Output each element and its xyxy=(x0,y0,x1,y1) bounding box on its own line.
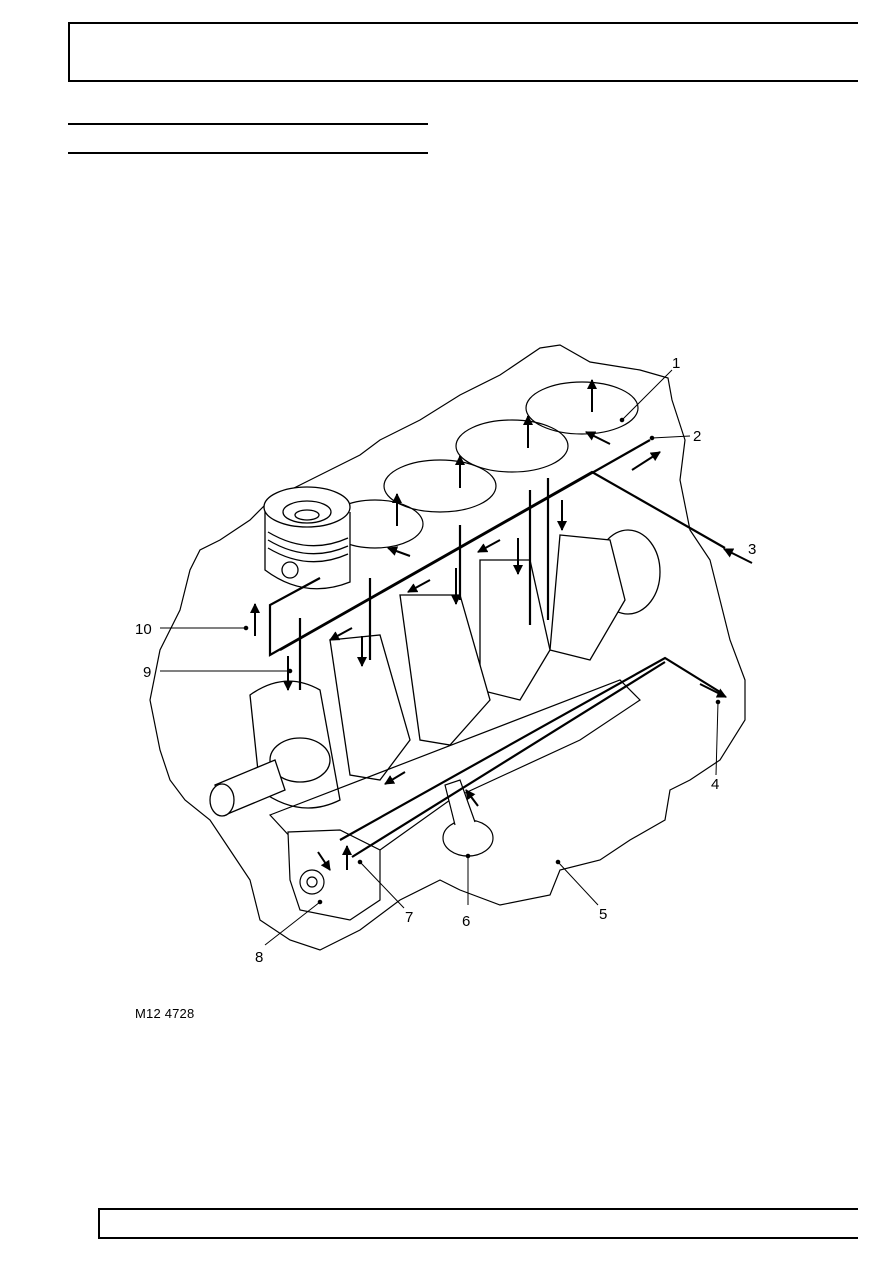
callout-9: 9 xyxy=(143,664,151,681)
title-rule-top xyxy=(68,123,428,125)
engine-block-outline xyxy=(149,344,746,951)
crankshaft xyxy=(209,529,661,817)
callout-8: 8 xyxy=(255,949,263,966)
cylinder-bores xyxy=(326,381,639,549)
callout-5: 5 xyxy=(599,906,607,923)
title-rule-bottom xyxy=(68,152,428,154)
oil-galleries xyxy=(268,439,726,858)
callout-10: 10 xyxy=(135,621,152,638)
callout-leaders xyxy=(160,369,721,946)
callout-7: 7 xyxy=(405,909,413,926)
piston xyxy=(263,486,351,590)
callout-6: 6 xyxy=(462,913,470,930)
figure-code: M12 4728 xyxy=(135,1006,195,1021)
callout-4: 4 xyxy=(711,776,719,793)
page-header-box xyxy=(68,22,858,82)
oil-strainer xyxy=(442,779,494,857)
oil-flow-arrows xyxy=(250,379,753,871)
callout-2: 2 xyxy=(693,428,701,445)
callout-1: 1 xyxy=(672,355,680,372)
callout-3: 3 xyxy=(748,541,756,558)
page-footer-box xyxy=(98,1208,858,1239)
oil-pump xyxy=(287,829,381,921)
